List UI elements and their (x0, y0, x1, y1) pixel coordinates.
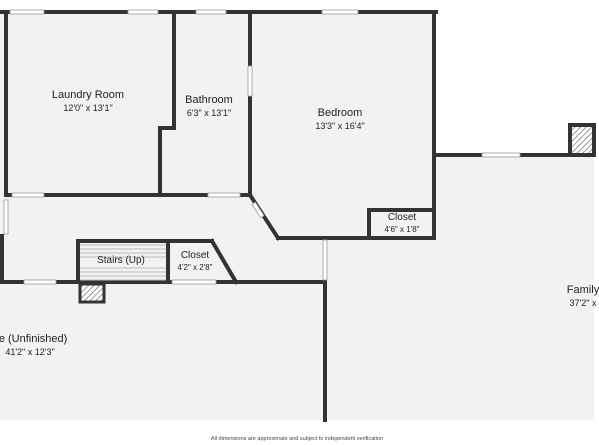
room-closet-bedroom: Closet 4'6" x 1'8" (385, 213, 420, 234)
room-dimensions: 4'6" x 1'8" (384, 225, 420, 234)
room-name: Bedroom (317, 107, 363, 119)
room-dimensions: 4'2" x 2'8" (177, 263, 213, 272)
room-dimensions: 41'2" x 12'3" (5, 347, 55, 357)
room-name: Bathroom (185, 94, 233, 106)
room-dimensions: 13'3" x 16'4" (315, 121, 365, 131)
room-stairs: Stairs (Up) (97, 256, 145, 266)
hatched-block-family (568, 123, 596, 157)
room-closet-stairs: Closet 4'2" x 2'8" (178, 251, 213, 272)
stair-treads (80, 244, 166, 281)
room-name: Laundry Room (51, 89, 125, 101)
room-dimensions: 6'3" x 13'1" (186, 108, 232, 118)
room-family: Family 37'2" x (567, 285, 599, 308)
room-dimensions: 12'0" x 13'1" (63, 103, 113, 113)
room-garage: ge (Unfinished) 41'2" x 12'3" (0, 334, 67, 357)
room-name: Closet (387, 212, 417, 223)
walls (0, 10, 574, 422)
room-laundry: Laundry Room 12'0" x 13'1" (52, 90, 124, 113)
room-name: ge (Unfinished) (0, 333, 68, 345)
floor-fills (0, 10, 594, 420)
room-dimensions: 37'2" x (569, 298, 597, 308)
windows (3, 9, 521, 285)
room-bedroom: Bedroom 13'3" x 16'4" (315, 108, 364, 131)
room-name: Stairs (Up) (97, 255, 145, 266)
disclaimer-text: All dimensions are approximate and subje… (210, 436, 384, 442)
room-bathroom: Bathroom 6'3" x 13'1" (185, 95, 233, 118)
room-name: Closet (180, 250, 210, 261)
hatched-block-garage (78, 282, 106, 304)
room-name: Family (566, 284, 599, 296)
